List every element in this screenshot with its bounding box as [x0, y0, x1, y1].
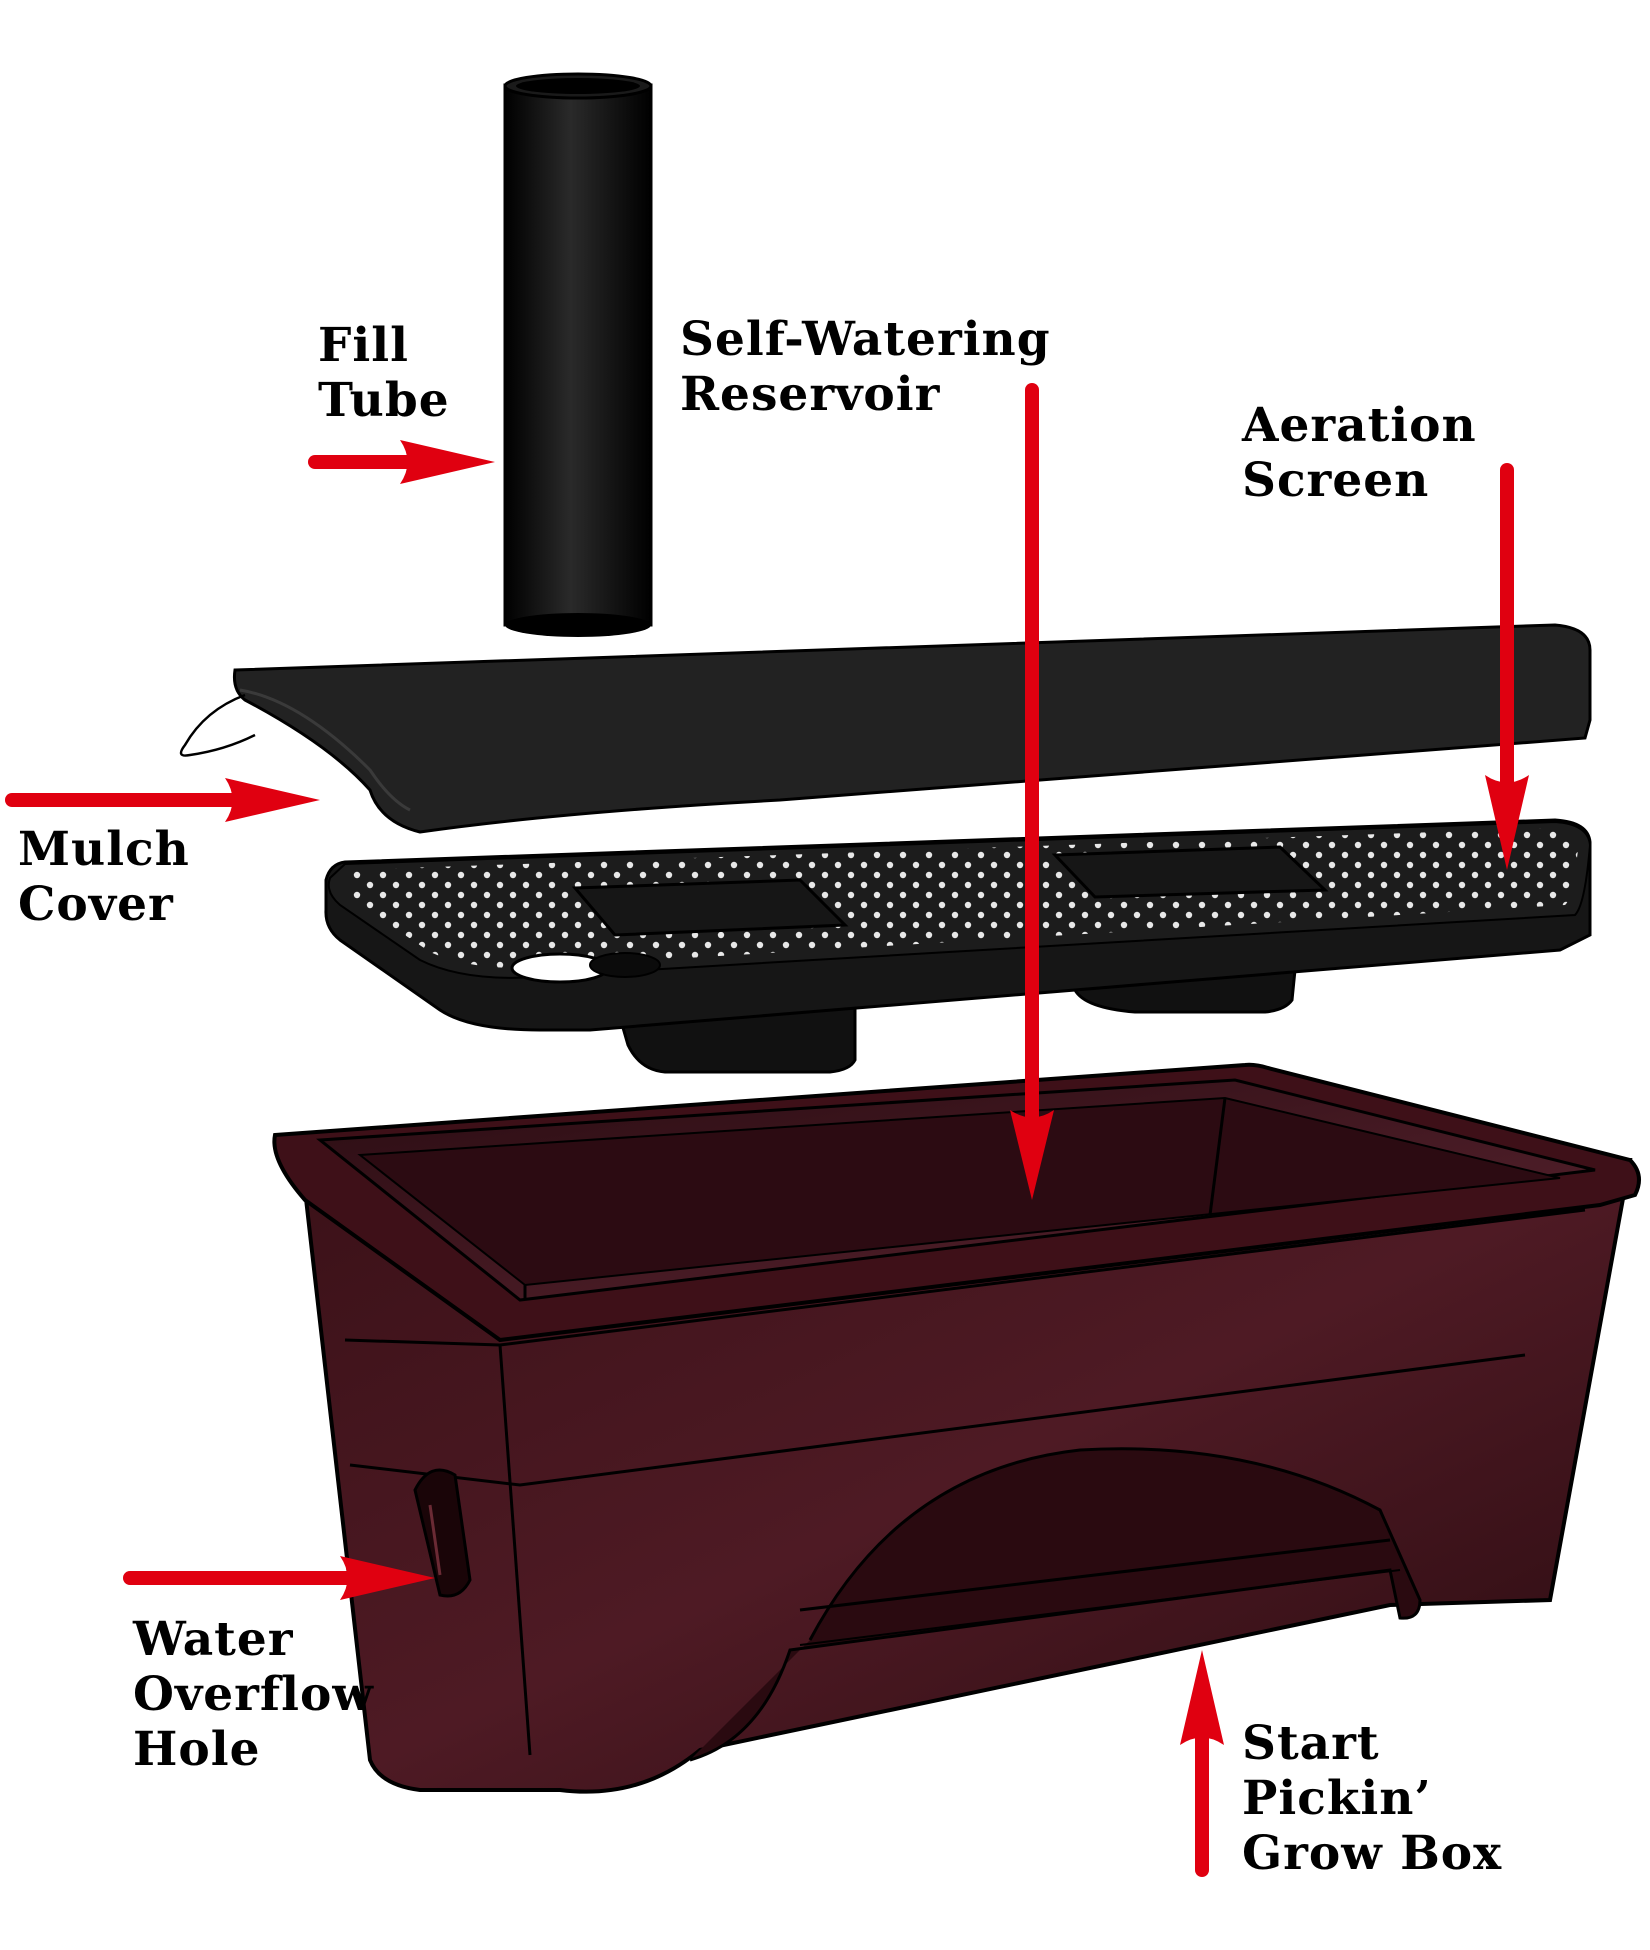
overflow-label-line-3: Hole: [133, 1722, 261, 1777]
mulch-cover-part: [179, 623, 1592, 834]
reservoir-label-line-2: Reservoir: [680, 367, 941, 422]
mulch-label-line-1: Mulch: [18, 822, 190, 877]
arrows: [5, 383, 1529, 1877]
water-overflow-hole-label: Water Overflow Hole: [133, 1612, 374, 1777]
grow-box-arrow: [1180, 1650, 1224, 1877]
overflow-label-line-1: Water: [133, 1612, 294, 1667]
mulch-cover-arrow: [5, 778, 320, 822]
fill-tube-label-line-2: Tube: [318, 373, 450, 428]
overflow-label-line-2: Overflow: [133, 1667, 374, 1722]
aeration-screen-label: Aeration Screen: [1242, 398, 1477, 508]
aeration-screen-part: [324, 818, 1592, 1074]
mulch-label-line-2: Cover: [18, 877, 174, 932]
fill-tube-label: Fill Tube: [318, 318, 450, 428]
reservoir-arrow: [1010, 383, 1054, 1200]
start-pickin-grow-box-label: Start Pickin’ Grow Box: [1242, 1716, 1502, 1881]
overflow-hole-arrow: [123, 1556, 435, 1600]
fill-tube-part: [503, 72, 653, 637]
aeration-screen-arrow: [1485, 463, 1529, 870]
aeration-label-line-2: Screen: [1242, 453, 1430, 508]
grow-box-label-line-2: Pickin’: [1242, 1771, 1432, 1826]
aeration-label-line-1: Aeration: [1242, 398, 1477, 453]
grow-box-label-line-1: Start: [1242, 1716, 1380, 1771]
fill-tube-arrow: [308, 440, 495, 484]
reservoir-label-line-1: Self-Watering: [680, 312, 1051, 367]
fill-tube-label-line-1: Fill: [318, 318, 409, 373]
grow-box-label-line-3: Grow Box: [1242, 1826, 1503, 1881]
grow-box-part: [272, 1062, 1641, 1794]
self-watering-reservoir-label: Self-Watering Reservoir: [680, 312, 1051, 422]
mulch-cover-label: Mulch Cover: [18, 822, 190, 932]
